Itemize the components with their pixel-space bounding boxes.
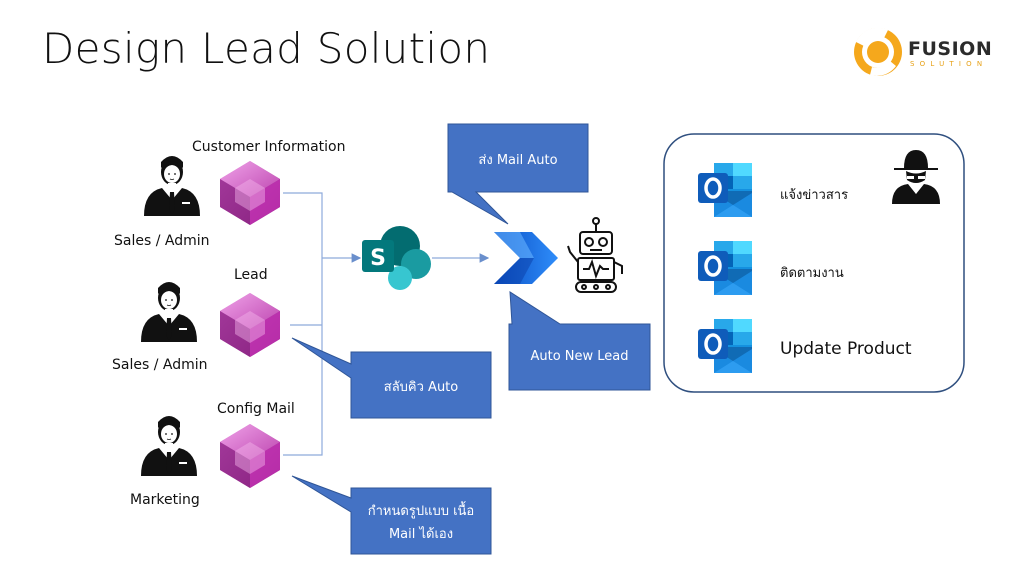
callout-auto-new-lead-text: Auto New Lead bbox=[530, 349, 629, 364]
person-icon bbox=[140, 281, 198, 343]
outlook-label-update-product: Update Product bbox=[780, 339, 912, 359]
callout-queue bbox=[291, 337, 492, 419]
spy-icon bbox=[892, 150, 940, 204]
svg-text:S: S bbox=[370, 246, 386, 271]
person-icon bbox=[140, 415, 198, 477]
robot-icon bbox=[567, 217, 623, 293]
callout-template bbox=[291, 475, 492, 555]
sharepoint-icon: S bbox=[362, 226, 431, 290]
fusion-logo-icon bbox=[854, 27, 902, 76]
logo-sub: SOLUTION bbox=[910, 60, 988, 68]
person-label-sales-admin-1: Sales / Admin bbox=[114, 233, 210, 249]
logo-name: FUSION bbox=[908, 38, 993, 60]
app-label-config-mail: Config Mail bbox=[217, 401, 295, 417]
callout-send-mail bbox=[447, 123, 589, 225]
person-label-sales-admin-2: Sales / Admin bbox=[112, 357, 208, 373]
powerapps-icon bbox=[220, 293, 280, 357]
connector-lines bbox=[283, 192, 490, 456]
app-label-customer-information: Customer Information bbox=[192, 139, 346, 155]
outlook-label-news: แจ้งข่าวสาร bbox=[780, 188, 849, 203]
power-automate-icon bbox=[494, 232, 558, 284]
app-label-lead: Lead bbox=[234, 267, 268, 283]
callout-template-text-line1: กำหนดรูปแบบ เนื้อ bbox=[367, 504, 475, 519]
person-icon bbox=[143, 155, 201, 217]
powerapps-icon bbox=[220, 424, 280, 488]
outlook-label-followup: ติดตามงาน bbox=[780, 266, 844, 281]
callout-queue-text: สลับคิว Auto bbox=[383, 380, 459, 395]
person-label-marketing: Marketing bbox=[130, 492, 200, 508]
powerapps-icon bbox=[220, 161, 280, 225]
page-title: Design Lead Solution bbox=[42, 24, 491, 73]
callout-template-text-line2: Mail ได้เอง bbox=[388, 527, 454, 542]
callout-send-mail-text: ส่ง Mail Auto bbox=[478, 153, 558, 168]
callout-auto-new-lead bbox=[508, 291, 651, 391]
